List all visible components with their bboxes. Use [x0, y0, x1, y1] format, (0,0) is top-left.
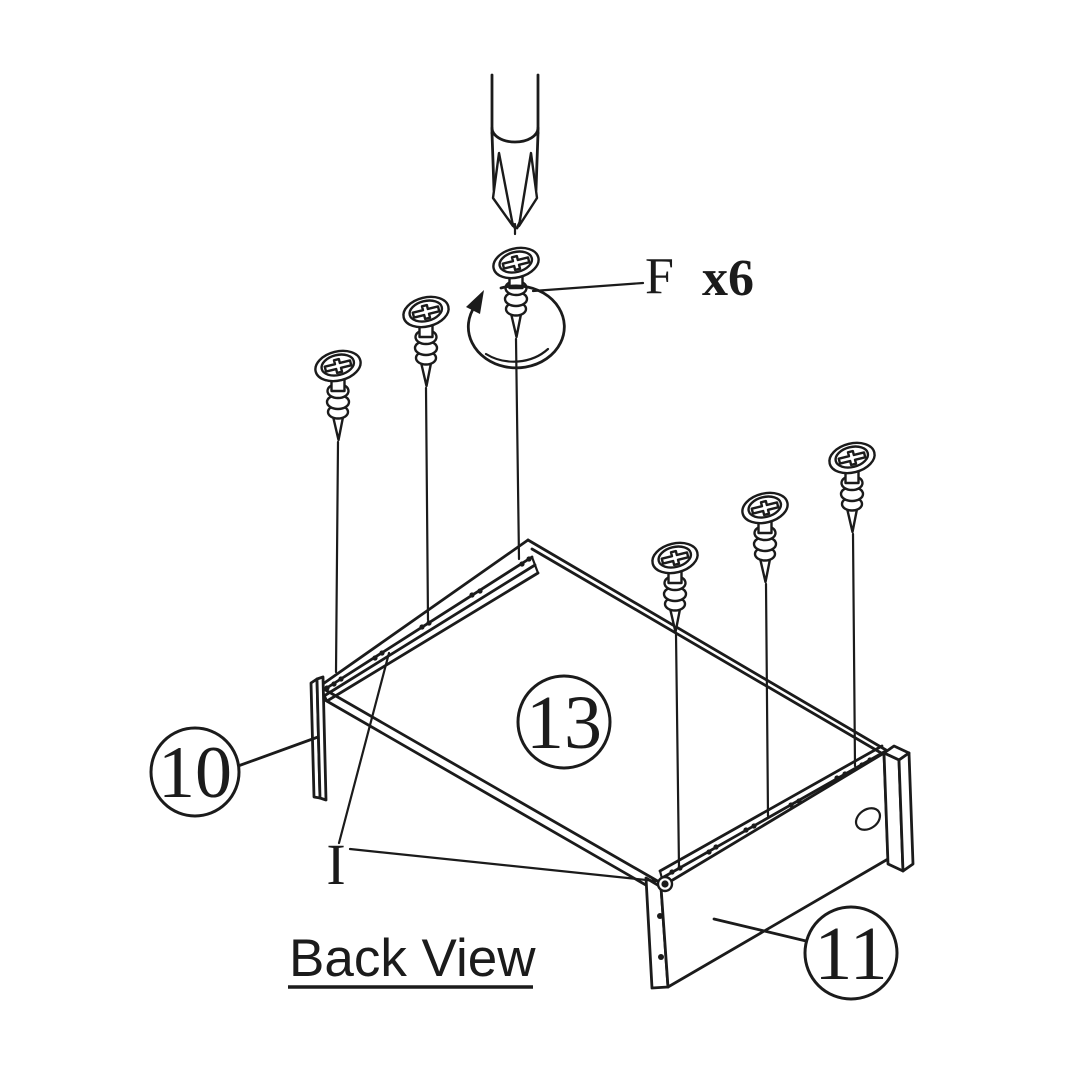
- screw-icon: [737, 487, 793, 584]
- left-rail-holes: [324, 556, 532, 691]
- hardware-callout: F x6: [531, 248, 754, 307]
- leader-line: [236, 735, 320, 768]
- part-label-10: 10: [149, 726, 320, 818]
- installed-screw-icon: [656, 875, 674, 893]
- hardware-letter: F: [645, 248, 674, 305]
- caption: Back View: [288, 929, 536, 989]
- right-rail-holes: [669, 757, 873, 875]
- leader-line: [348, 847, 658, 883]
- side-board: [882, 744, 915, 873]
- screwdriver-icon: [490, 73, 540, 236]
- cam-hole: [854, 807, 882, 831]
- part-label-13: 13: [516, 674, 612, 770]
- screw-icon: [310, 345, 366, 442]
- screws: [310, 242, 880, 870]
- screw-icon: [824, 437, 880, 534]
- leader-line: [531, 281, 645, 293]
- part-number-10: 10: [158, 732, 232, 814]
- screw-icon: [398, 291, 454, 388]
- part-label-11: 11: [712, 905, 899, 1001]
- hardware-quantity: x6: [702, 250, 754, 307]
- rail-letter: I: [326, 832, 345, 897]
- leader-line: [712, 917, 808, 943]
- caption-text: Back View: [289, 929, 536, 988]
- rail-label-i: I: [326, 651, 658, 897]
- part-number-13: 13: [526, 681, 602, 765]
- leader-line: [337, 651, 391, 845]
- part-number-11: 11: [814, 912, 887, 996]
